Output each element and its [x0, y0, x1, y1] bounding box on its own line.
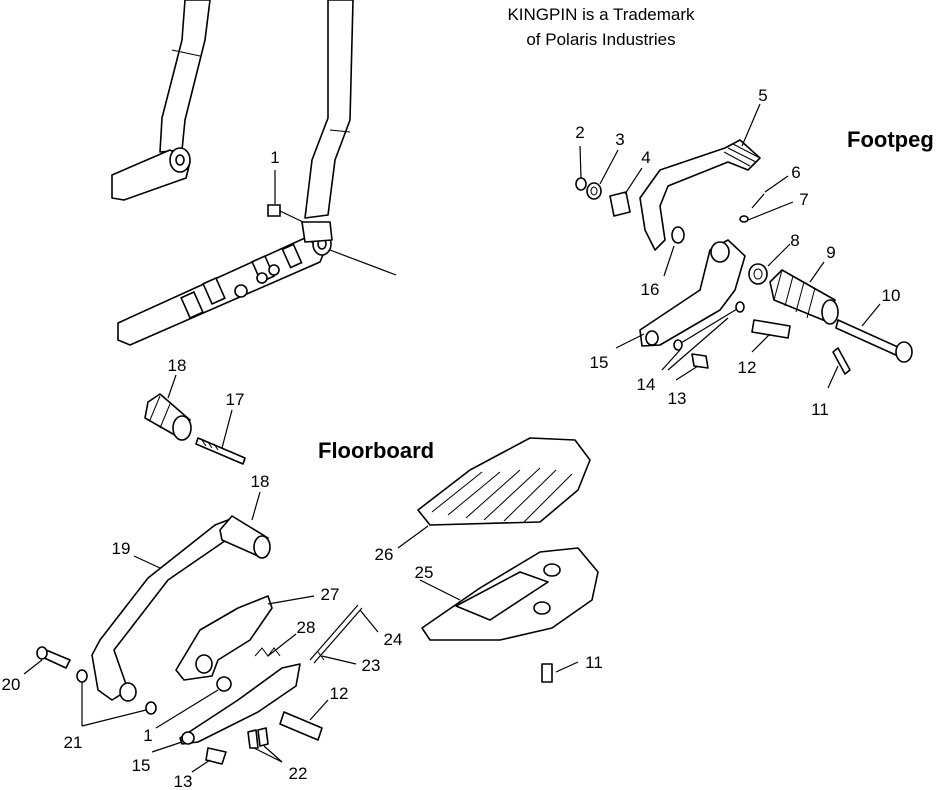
- shift-lever-assembly: [36, 393, 363, 765]
- callout-label: 23: [362, 656, 381, 675]
- callout-label: 4: [641, 148, 650, 167]
- callout-label: 15: [132, 756, 151, 775]
- callout-label: 20: [2, 675, 21, 694]
- callout-label: 1: [143, 726, 152, 745]
- callout-label: 13: [668, 389, 687, 408]
- callout-label: 17: [226, 390, 245, 409]
- callout-label: 15: [590, 353, 609, 372]
- callout-label: 12: [738, 358, 757, 377]
- callout-label: 18: [251, 472, 270, 491]
- leader-lines: [23, 103, 881, 773]
- callout-label: 22: [289, 764, 308, 783]
- shift-lever-arm-part: [91, 519, 233, 701]
- washer-part: [216, 676, 232, 692]
- callout-label: 26: [375, 545, 394, 564]
- callout-label: 28: [297, 618, 316, 637]
- callout-label: 19: [112, 539, 131, 558]
- trademark-note-line2: of Polaris Industries: [526, 30, 675, 49]
- washer-part: [575, 177, 587, 191]
- trademark-note-line1: KINGPIN is a Trademark: [507, 5, 695, 24]
- washer-part: [671, 226, 685, 244]
- callout-label: 3: [615, 130, 624, 149]
- callout-label: 8: [790, 231, 799, 250]
- frame-assembly: [111, 0, 397, 346]
- callout-label: 7: [799, 190, 808, 209]
- callout-label: 21: [64, 733, 83, 752]
- bushing-part: [609, 191, 631, 217]
- footpeg-assembly: [575, 139, 913, 375]
- callout-label: 9: [826, 243, 835, 262]
- callout-label: 14: [637, 375, 656, 394]
- floorboard-assembly: [417, 437, 599, 683]
- callout-label: 13: [174, 772, 193, 790]
- callout-label: 27: [321, 585, 340, 604]
- callout-label: 2: [575, 123, 584, 142]
- floorboard-heading: Floorboard: [318, 438, 434, 463]
- callout-label: 24: [384, 630, 403, 649]
- shift-lever-part: [639, 139, 761, 251]
- callout-label: 1: [270, 148, 279, 167]
- callout-label: 25: [415, 563, 434, 582]
- washer-part: [76, 669, 88, 683]
- callout-label: 11: [585, 653, 603, 672]
- washer-part: [748, 263, 768, 285]
- washer-part: [145, 701, 157, 715]
- floorboard-top-part: [417, 437, 591, 526]
- washer-part: [586, 182, 602, 200]
- callout-labels: 1 2 3 4 5 6 7 8 9 10 11 12 13 14 15 16 1…: [2, 86, 901, 790]
- callout-label: 11: [811, 400, 829, 419]
- callout-label: 5: [758, 86, 767, 105]
- callout-label: 12: [330, 684, 349, 703]
- callout-label: 10: [882, 286, 901, 305]
- footpeg-heading: Footpeg: [847, 127, 934, 152]
- callout-label: 16: [641, 280, 660, 299]
- floorboard-bracket-part: [175, 595, 273, 681]
- callout-label: 6: [791, 163, 800, 182]
- callout-label: 18: [168, 356, 187, 375]
